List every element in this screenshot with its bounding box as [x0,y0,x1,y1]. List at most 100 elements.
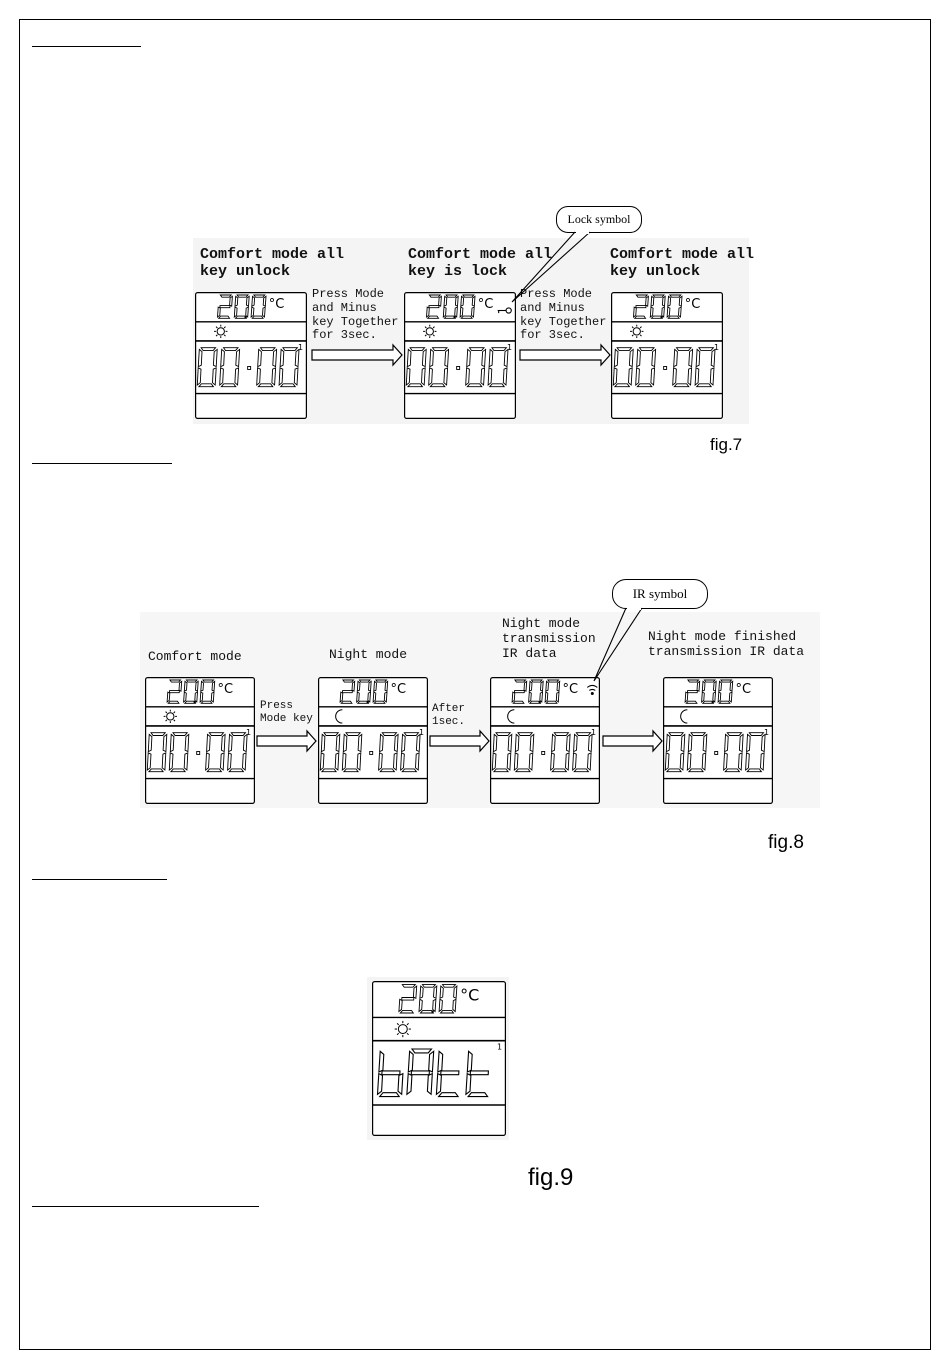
temperature-digit [528,679,544,704]
program-indicator: 1 [714,343,719,352]
temperature-digit [183,679,199,704]
fig7-arrow2-label: Press Mode and Minus key Together for 3s… [520,287,607,343]
time-colon [663,366,668,370]
time-digit [745,732,766,773]
decimal-point [711,700,714,704]
battery-text-glyph [376,1050,404,1098]
key-lock-icon [497,307,512,314]
sun-icon [163,709,177,724]
time-digit [635,347,657,388]
fig8-state3-title: Night mode transmission IR data [502,616,596,661]
time-digit [428,347,450,388]
time-digit [694,347,716,388]
time-digit [227,732,248,773]
time-digit [319,732,341,773]
time-digit [256,347,278,388]
temperature-digit [459,294,476,319]
time-digit [278,347,300,388]
temperature-digit [250,294,267,319]
fig8-arrow1-label: Press Mode key [260,700,313,725]
moon-icon [680,709,688,724]
time-digit [612,347,634,388]
time-digit [550,732,571,773]
temperature-digit [233,294,250,319]
fig7-state3-title: Comfort mode all key unlock [610,246,755,281]
temperature-digit [544,679,561,704]
section-rule-3 [32,879,167,880]
section-rule-4 [32,1206,259,1207]
temperature-digit [372,679,389,704]
fig8-arrow-1 [256,729,317,753]
section-rule-1 [32,46,141,47]
temperature-unit: °C [218,682,234,697]
temperature-unit: °C [685,297,701,312]
temperature-digit [701,679,717,704]
ir-signal-icon [586,684,598,695]
sun-icon [214,324,228,339]
temperature-digit [418,984,438,1014]
battery-text-glyph [406,1048,435,1096]
time-digit [572,732,593,773]
time-digit [196,347,218,388]
fig7-arrow1-label: Press Mode and Minus key Together for 3s… [312,287,399,343]
time-colon [196,751,201,755]
fig8-state1-title: Comfort mode [148,649,242,664]
fig8-arrow2-label: After 1sec. [432,703,466,728]
fig7-arrow-1 [311,343,403,367]
decimal-point [244,315,247,319]
temperature-unit: °C [460,985,479,1004]
decimal-point [193,700,196,704]
temperature-digit [666,294,683,319]
program-indicator: 1 [591,728,596,737]
fig8-arrow-2 [429,729,490,753]
time-digit [487,347,509,388]
time-digit [146,732,168,773]
temperature-digit [166,679,183,704]
time-digit [341,732,363,773]
moon-icon [335,709,343,724]
time-digit [491,732,513,773]
fig8-arrow-3 [602,729,663,753]
temperature-digit [717,679,734,704]
time-digit [219,347,241,388]
temperature-unit: °C [391,682,407,697]
time-digit [378,732,399,773]
temperature-unit: °C [269,297,285,312]
temperature-digit [199,679,216,704]
fig7-state1-title: Comfort mode all key unlock [200,246,345,281]
temperature-digit [442,294,459,319]
fig7-callout-pointer [511,231,591,303]
decimal-point [453,315,456,319]
fig8-state2-title: Night mode [329,647,408,662]
battery-text-glyph [435,1050,460,1098]
program-indicator: 1 [298,343,303,352]
time-colon [456,366,461,370]
sun-icon [394,1020,411,1038]
decimal-point [431,1010,434,1013]
decimal-point [366,700,369,704]
time-digit [405,347,427,388]
time-digit [672,347,694,388]
fig8-state4-title: Night mode finished transmission IR data [648,629,805,659]
time-digit [205,732,226,773]
fig7-state2-title: Comfort mode all key is lock [408,246,553,281]
temperature-digit [216,294,233,319]
time-colon [247,366,252,370]
temperature-digit [356,679,372,704]
moon-icon [507,709,515,724]
temperature-digit [511,679,528,704]
program-indicator: 1 [419,728,424,737]
fig8-callout-pointer [593,607,643,682]
time-colon [541,751,546,755]
decimal-point [538,700,541,704]
temperature-digit [339,679,356,704]
fig7-label: fig.7 [710,435,743,454]
battery-text-glyph [465,1050,489,1098]
lcd-fig8-night: °C 1 [318,677,428,804]
temperature-digit [649,294,666,319]
